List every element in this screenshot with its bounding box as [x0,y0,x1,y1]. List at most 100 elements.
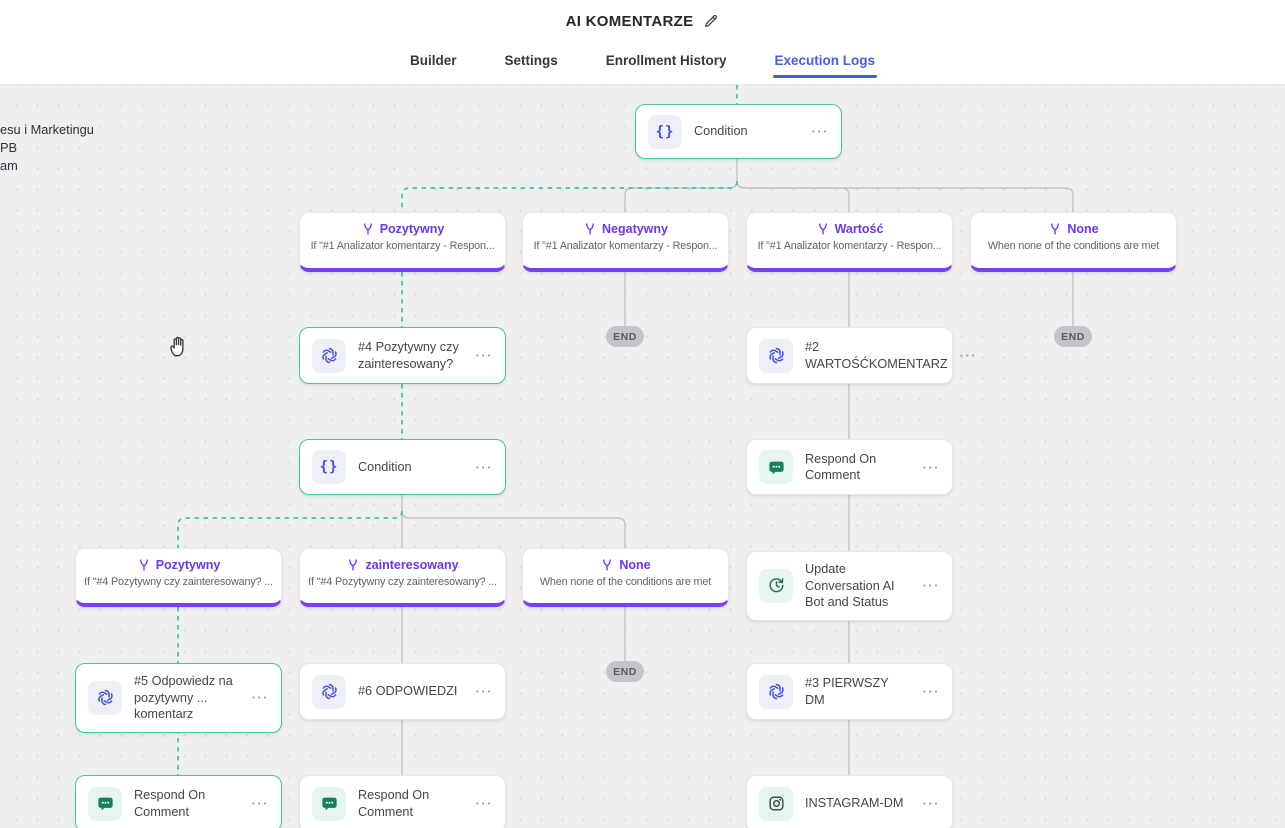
branch-icon [137,558,151,572]
clock-refresh-icon [759,568,793,603]
respond-on-comment-left[interactable]: Respond On Comment ··· [75,775,282,828]
node-title: #5 Odpowiedz na pozytywny ... komentarz [134,674,233,721]
edit-pencil-icon[interactable] [703,13,719,29]
node-4-pozytywny-czy-zainteresowany[interactable]: #4 Pozytywny czy zainteresowany? ··· [299,327,506,384]
branch-title-row: Pozytywny [82,558,275,572]
tab-bar: Builder Settings Enrollment History Exec… [0,38,1285,82]
openai-icon [88,680,122,715]
tab-settings[interactable]: Settings [504,53,558,68]
branch-subtitle: If "#1 Analizator komentarzy - Respon... [533,240,718,252]
node-title: #2 WARTOŚĆKOMENTARZ [805,340,948,371]
openai-icon [759,338,793,373]
node-menu-button[interactable]: ··· [475,348,493,363]
workflow-title-row: AI KOMENTARZE [0,0,1285,38]
node-title: Update Conversation AI Bot and Status [805,562,895,609]
workflow-title: AI KOMENTARZE [565,12,694,30]
instagram-dm-node[interactable]: INSTAGRAM-DM ··· [746,775,953,828]
node-title: #4 Pozytywny czy zainteresowany? [358,340,459,371]
tab-execution-logs[interactable]: Execution Logs [772,53,878,82]
stray-text-line: esu i Marketingu [0,122,94,137]
end-badge: END [606,326,644,347]
openai-icon [312,338,346,373]
branch-subtitle: If "#4 Pozytywny czy zainteresowany? ... [84,576,273,588]
branch-pozytywny-2[interactable]: Pozytywny If "#4 Pozytywny czy zaintereso… [75,548,282,607]
connector-path [736,180,850,212]
app-header: AI KOMENTARZE Builder Settings Enrollmen… [0,0,1285,85]
branch-title-row: Wartość [753,222,946,236]
node-menu-button[interactable]: ··· [922,684,940,699]
node-menu-button[interactable]: ··· [475,796,493,811]
branch-title-row: Pozytywny [306,222,499,236]
node-title: Respond On Comment [805,451,877,483]
branch-title-row: None [529,558,722,572]
node-menu-button[interactable]: ··· [811,124,829,139]
branch-subtitle: If "#4 Pozytywny czy zainteresowany? ... [308,576,497,588]
node-title: Condition [694,124,748,139]
branch-icon [361,222,375,236]
braces-icon: {} [648,114,682,149]
branch-pozytywny-1[interactable]: Pozytywny If "#1 Analizator komentarzy - … [299,212,506,272]
branch-icon [816,222,830,236]
condition-node-top[interactable]: {} Condition ··· [635,104,842,159]
node-5-odpowiedz-na-pozytywny[interactable]: #5 Odpowiedz na pozytywny ... komentarz ·… [75,663,282,733]
node-title: Respond On Comment [134,788,206,819]
node-menu-button[interactable]: ··· [922,796,940,811]
branch-title: Pozytywny [379,222,445,236]
end-badge: END [606,661,644,682]
branch-title-row: Negatywny [529,222,722,236]
branch-icon [583,222,597,236]
branch-title-row: None [977,222,1170,236]
node-menu-button[interactable]: ··· [251,690,269,706]
tab-enrollment-history[interactable]: Enrollment History [605,53,727,68]
workflow-canvas[interactable]: {} Condition ··· Pozytywny If "#1 Analizator… [0,85,1285,828]
hand-cursor-icon [166,333,192,359]
branch-icon [600,558,614,572]
respond-on-comment-right[interactable]: Respond On Comment ··· [746,439,953,495]
node-menu-button[interactable]: ··· [251,796,269,811]
connector-path [401,510,626,548]
stray-text-line: PB [0,140,18,155]
node-6-odpowiedzi[interactable]: #6 ODPOWIEDZI ··· [299,663,506,720]
branch-zainteresowany[interactable]: zainteresowany If "#4 Pozytywny czy zaint… [299,548,506,607]
node-3-pierwszy-dm[interactable]: #3 PIERWSZY DM ··· [746,663,953,720]
branch-title: zainteresowany [365,558,459,572]
node-menu-button[interactable]: ··· [959,348,978,363]
node-title: INSTAGRAM-DM [805,796,904,811]
stray-text-line: am [0,158,18,173]
node-menu-button[interactable]: ··· [922,578,940,594]
node-title: Condition [358,459,412,474]
branch-title-row: zainteresowany [306,558,499,572]
openai-icon [759,674,793,709]
branch-subtitle: If "#1 Analizator komentarzy - Respon... [310,240,495,252]
branch-title: Negatywny [602,222,668,236]
connector-executed-path [177,510,403,548]
connector-path [624,180,738,212]
connector-layer [177,85,1074,775]
branch-icon [1048,222,1062,236]
node-title: #6 ODPOWIEDZI [358,684,458,699]
connector-path [736,180,1074,212]
branch-title: None [1067,222,1099,236]
branch-title: Wartość [834,222,884,236]
node-2-wartosckomentarz[interactable]: #2 WARTOŚĆKOMENTARZ ··· [746,327,976,384]
node-menu-button[interactable]: ··· [475,459,493,475]
node-menu-button[interactable]: ··· [922,459,940,475]
branch-wartosc[interactable]: Wartość If "#1 Analizator komentarzy - Re… [746,212,953,272]
tab-builder[interactable]: Builder [409,53,457,68]
node-title: #3 PIERWSZY DM [805,676,889,707]
end-badge: END [1054,326,1092,347]
branch-subtitle: If "#1 Analizator komentarzy - Respon... [757,240,942,252]
comment-icon [759,450,793,484]
branch-title: None [619,558,651,572]
branch-negatywny[interactable]: Negatywny If "#1 Analizator komentarzy - … [522,212,729,272]
connector-executed-path [401,180,738,212]
update-conversation-ai-bot[interactable]: Update Conversation AI Bot and Status ··· [746,551,953,621]
branch-subtitle: When none of the conditions are met [987,240,1160,252]
node-menu-button[interactable]: ··· [475,684,493,699]
respond-on-comment-mid[interactable]: Respond On Comment ··· [299,775,506,828]
condition-node-2[interactable]: {}Condition··· [299,439,506,495]
node-title: Respond On Comment [358,788,430,819]
instagram-icon [759,786,793,821]
